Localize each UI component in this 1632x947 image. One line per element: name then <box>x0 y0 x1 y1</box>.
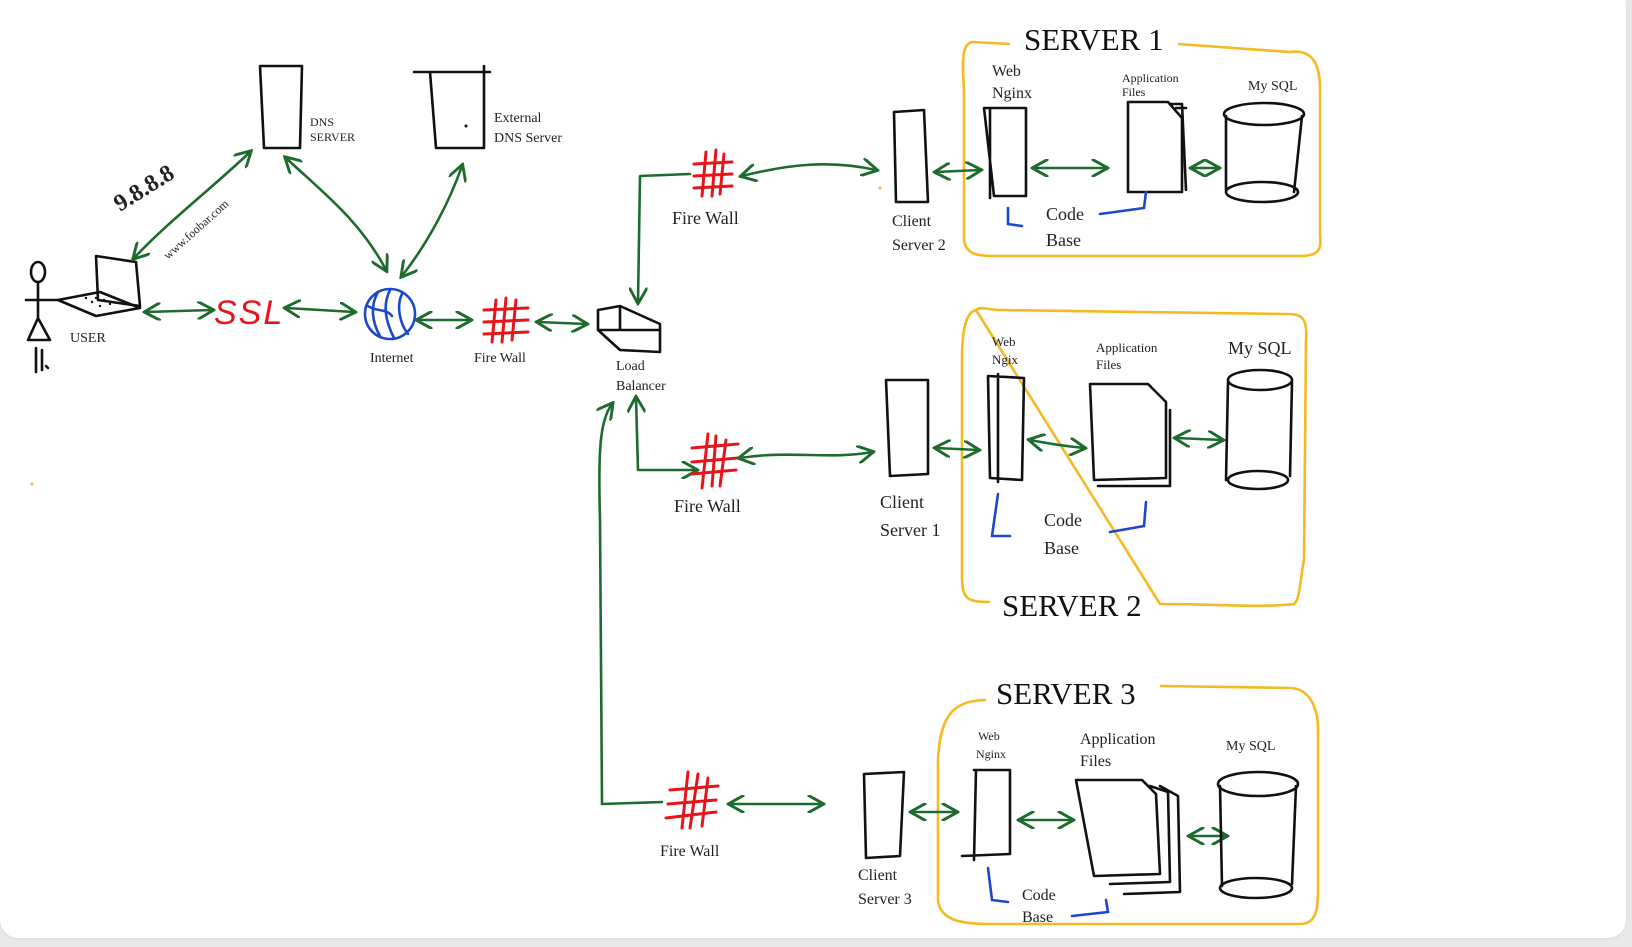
firewall-icon <box>664 770 720 830</box>
firewall-icon <box>482 296 530 344</box>
server-3-group: SERVER 3 Client Server 3 Web Nginx Appli… <box>858 676 1320 926</box>
dns-server-label-1: DNS <box>310 115 334 129</box>
server-1-client-label-1: Client <box>892 213 932 230</box>
external-dns-label-1: External <box>494 111 542 126</box>
ssl-label: SSL <box>214 294 284 332</box>
server-1-web-label-2: Nginx <box>992 85 1032 102</box>
server-3-client-label-2: Server 3 <box>858 891 912 908</box>
server-rack-icon <box>412 64 492 150</box>
server-3-title: SERVER 3 <box>996 676 1136 711</box>
firewall-2-label: Fire Wall <box>674 496 741 516</box>
laptop-icon <box>56 254 142 318</box>
load-balancer-label-1: Load <box>616 359 645 374</box>
server-rack-icon <box>258 64 304 150</box>
stray-mark <box>878 186 882 190</box>
code-base-bracket <box>1006 190 1148 228</box>
server-2-code-label-2: Base <box>1044 538 1079 558</box>
server-1-web-label-1: Web <box>992 63 1021 80</box>
server-1-outline <box>961 40 1322 258</box>
domain-url: www.foobar.com <box>161 196 232 262</box>
server-3-web-label-1: Web <box>978 729 1000 743</box>
server-1-client-label-2: Server 2 <box>892 237 946 254</box>
server-2-web-label-2: Ngix <box>992 352 1019 367</box>
code-base-bracket <box>990 492 1148 538</box>
code-base-bracket <box>986 866 1110 918</box>
server-3-db-label: My SQL <box>1226 739 1275 754</box>
server-1-app-label-1: Application <box>1122 71 1179 85</box>
server-2-app-label-2: Files <box>1096 357 1121 372</box>
server-1-title: SERVER 1 <box>1024 22 1164 57</box>
firewall-3-label: Fire Wall <box>660 843 720 860</box>
web-nginx-icon <box>960 768 1012 862</box>
dns-server-label-2: SERVER <box>310 130 355 144</box>
dns-ip-address: 9.8.8.8 <box>109 160 179 217</box>
server-3-web-label-2: Nginx <box>976 747 1006 761</box>
firewall-main-label: Fire Wall <box>474 351 526 366</box>
firewall-icon <box>692 148 734 198</box>
server-2-web-label-1: Web <box>992 334 1016 349</box>
connectors-left <box>134 152 586 324</box>
server-2-group: SERVER 2 Client Server 1 Web Ngix Applic… <box>880 306 1308 623</box>
connector-fw2-client <box>740 452 872 458</box>
client-server-1-icon <box>884 378 930 478</box>
document-stack-icon <box>1088 382 1172 488</box>
database-cylinder-icon <box>1222 101 1306 204</box>
server-2-outline <box>960 306 1308 608</box>
server-2-code-label-1: Code <box>1044 510 1082 530</box>
web-nginx-icon <box>986 372 1026 484</box>
server-2-client-label-2: Server 1 <box>880 520 940 540</box>
connector-fw1-client <box>742 164 876 176</box>
client-server-2-icon <box>892 108 930 204</box>
stray-mark <box>30 482 34 486</box>
connectors-load-balancer <box>599 172 696 806</box>
server-1-code-label-1: Code <box>1046 204 1084 224</box>
server-3-app-label-2: Files <box>1080 753 1111 770</box>
server-3-code-label-1: Code <box>1022 887 1056 904</box>
server-1-code-label-2: Base <box>1046 230 1081 250</box>
external-dns-label-2: DNS Server <box>494 131 562 146</box>
server-3-outline <box>936 684 1320 926</box>
server-2-app-label-1: Application <box>1096 340 1158 355</box>
server-3-client-label-1: Client <box>858 867 898 884</box>
server-3-code-label-2: Base <box>1022 909 1053 926</box>
globe-icon <box>363 287 417 341</box>
server-2-client-label-1: Client <box>880 492 924 512</box>
internet-label: Internet <box>370 351 414 366</box>
server-2-title: SERVER 2 <box>1002 588 1142 623</box>
user-stick-figure-icon <box>24 260 62 374</box>
server-1-group: SERVER 1 Client Server 2 Web Nginx Appli… <box>892 22 1322 258</box>
load-balancer-icon <box>596 304 662 354</box>
load-balancer-label-2: Balancer <box>616 379 666 394</box>
server-1-app-label-2: Files <box>1122 85 1146 99</box>
server-3-app-label-1: Application <box>1080 731 1156 748</box>
user-label: USER <box>70 331 106 346</box>
document-stack-icon <box>1126 100 1188 194</box>
firewall-1-label: Fire Wall <box>672 208 739 228</box>
web-nginx-icon <box>982 106 1028 200</box>
server-2-db-label: My SQL <box>1228 338 1292 358</box>
database-cylinder-icon <box>1216 770 1300 900</box>
database-cylinder-icon <box>1224 368 1294 491</box>
document-stack-icon <box>1074 778 1182 896</box>
server-1-db-label: My SQL <box>1248 79 1297 94</box>
client-server-3-icon <box>862 770 906 860</box>
firewall-icon <box>690 432 740 490</box>
